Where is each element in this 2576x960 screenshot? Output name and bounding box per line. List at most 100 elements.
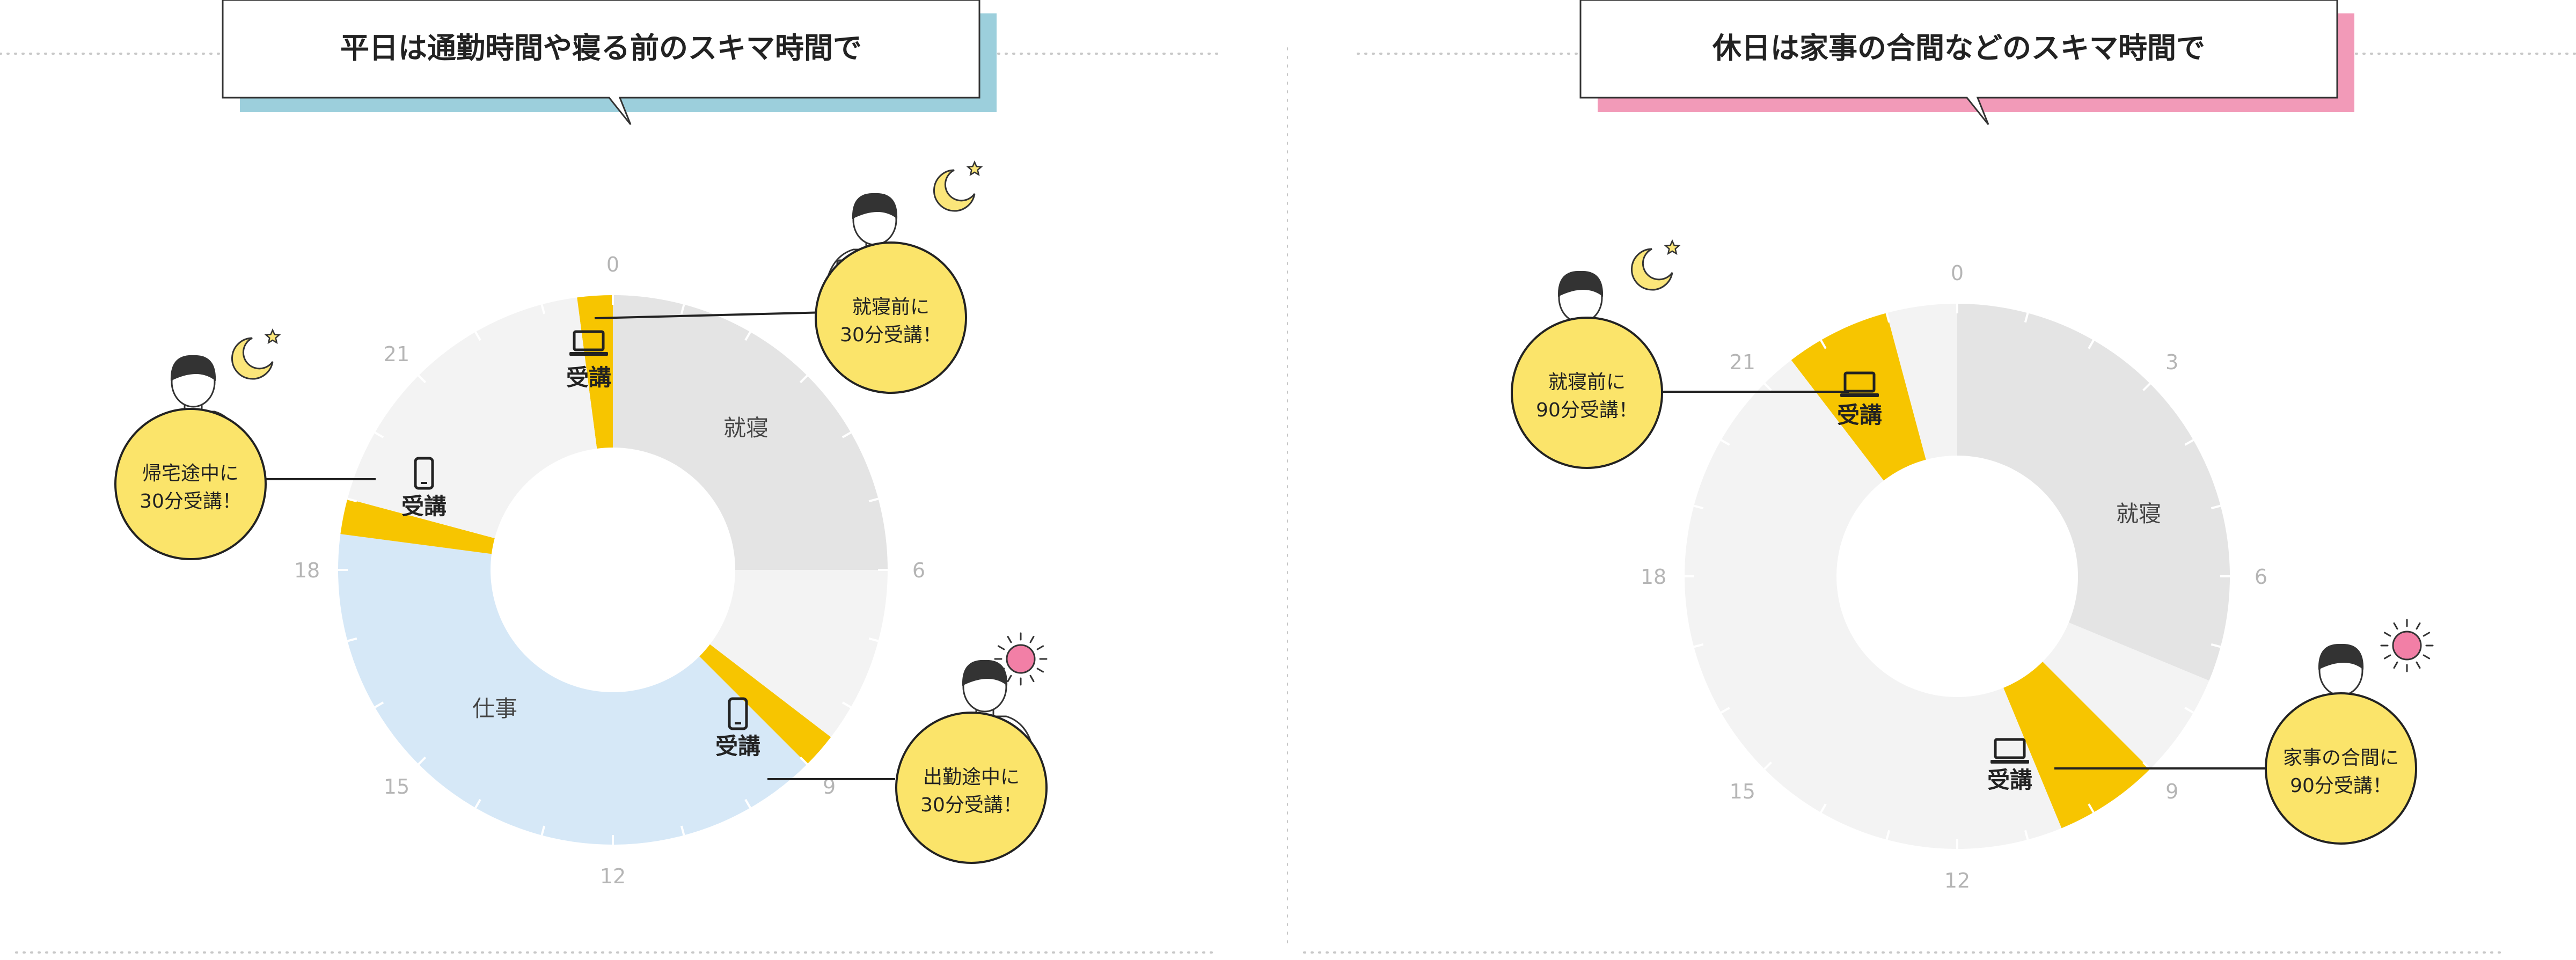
laptop-screen-shape [1994,738,2026,759]
callout-text: 90分受講！ [2290,775,2392,797]
hour-tick [347,497,357,503]
tick-label: 15 [1730,780,1755,803]
laptop-base-shape [1990,760,2029,764]
sun-icon [2380,619,2434,672]
laptop-screen-shape [1843,371,1876,393]
smartphone-icon [728,697,748,730]
study-label: 受講 [1837,402,1882,428]
tick-label: 12 [1944,869,1970,892]
callout-text: 90分受講！ [1536,399,1638,421]
study-label: 受講 [715,733,760,759]
hour-tick [374,701,384,708]
laptop-icon [1990,738,2029,764]
phone-body-shape [728,697,748,730]
callout-bubble [2265,692,2417,845]
tick-label: 6 [912,559,925,582]
sun-ray-shape [2423,632,2431,637]
person-hair-shape [2318,643,2364,670]
study-label: 受講 [566,364,611,391]
hour-tick [1820,340,1827,349]
sun-ray-shape [1036,645,1044,650]
tick-label: 18 [294,559,320,582]
panel-title: 休日は家事の合間などのスキマ時間で [1712,31,2205,65]
donut-segment [338,534,808,845]
sun-ray-shape [1007,675,1012,683]
moon-shape [231,337,274,380]
star-shape [1664,239,1681,255]
hour-tick [2184,439,2194,446]
hour-tick [540,304,546,314]
panel-title: 平日は通勤時間や寝る前のスキマ時間で [340,31,862,65]
title-banner [222,0,980,125]
donut-segment [2003,662,2150,829]
sun-ray-shape [2383,654,2391,659]
hour-tick [2211,504,2221,510]
hour-tick [2088,340,2095,349]
sun-ray-shape [2383,632,2391,637]
hour-tick [799,375,808,384]
moon-shape [1631,248,1673,291]
hour-tick [2184,707,2194,714]
hour-tick [799,756,808,765]
hour-tick [680,825,685,836]
hour-tick [2088,803,2095,813]
donut-segment [1684,360,2062,849]
tick-label: 0 [606,253,619,276]
tick-label: 0 [1951,261,1964,285]
callout-bubble [114,408,267,560]
laptop-base-shape [569,352,608,356]
sun-icon [994,632,1048,686]
hour-tick [2142,383,2151,391]
hour-tick [2211,643,2221,648]
hour-tick [1721,439,1730,446]
donut-segment [709,570,888,737]
hour-tick [868,497,879,503]
hour-tick [1693,643,1704,648]
tick-label: 9 [2165,780,2178,803]
callout-text: 就寝前に [1548,371,1626,393]
sun-ray-shape [2423,654,2431,659]
hour-tick [1763,761,1772,770]
donut-segment [340,499,495,554]
holiday-chart: 休日は家事の合間などのスキマ時間で036912151821就寝受講受講就寝前に9… [1303,0,2576,954]
hour-tick [1693,504,1704,510]
sun-ray-shape [1029,675,1035,683]
study-label: 受講 [401,493,447,519]
tick-label: 3 [2165,350,2178,374]
moon-icon [1631,239,1681,291]
hour-tick [418,756,427,765]
hour-tick [744,331,751,341]
moon-icon [933,160,983,212]
donut-segment [613,295,888,570]
study-label: 受講 [1987,767,2032,793]
donut-segment [699,644,831,765]
hour-tick [418,375,427,384]
donut-segments [1684,304,2230,849]
callout-bubble [895,712,1048,864]
callout-bubble [815,241,967,394]
donut-segment [1886,304,1957,460]
hour-tick [1820,803,1827,813]
tick-label: 18 [1641,565,1666,589]
donut-segment [347,297,597,538]
sun-ray-shape [2416,661,2421,669]
hour-tick [347,637,357,642]
laptop-base-shape [1840,393,1879,397]
hour-tick [744,798,751,809]
title-banner [1579,0,2338,125]
star-shape [264,328,281,345]
donut-segment [2043,622,2209,770]
person-hair-shape [962,659,1008,686]
callout-text: 家事の合間に [2283,747,2399,769]
callout-text: 就寝前に [852,296,930,318]
callout-text: 30分受講！ [840,324,942,346]
hour-tick [2024,830,2029,840]
star-shape [966,160,983,177]
weekday-chart: 平日は通勤時間や寝る前のスキマ時間で06912151821就寝仕事受講受講受講就… [0,0,1288,954]
person-hair-shape [1557,270,1604,297]
laptop-icon [1840,371,1879,397]
sun-ray-shape [997,668,1005,673]
hour-tick [680,304,685,314]
callout-text: 30分受講！ [140,490,241,512]
